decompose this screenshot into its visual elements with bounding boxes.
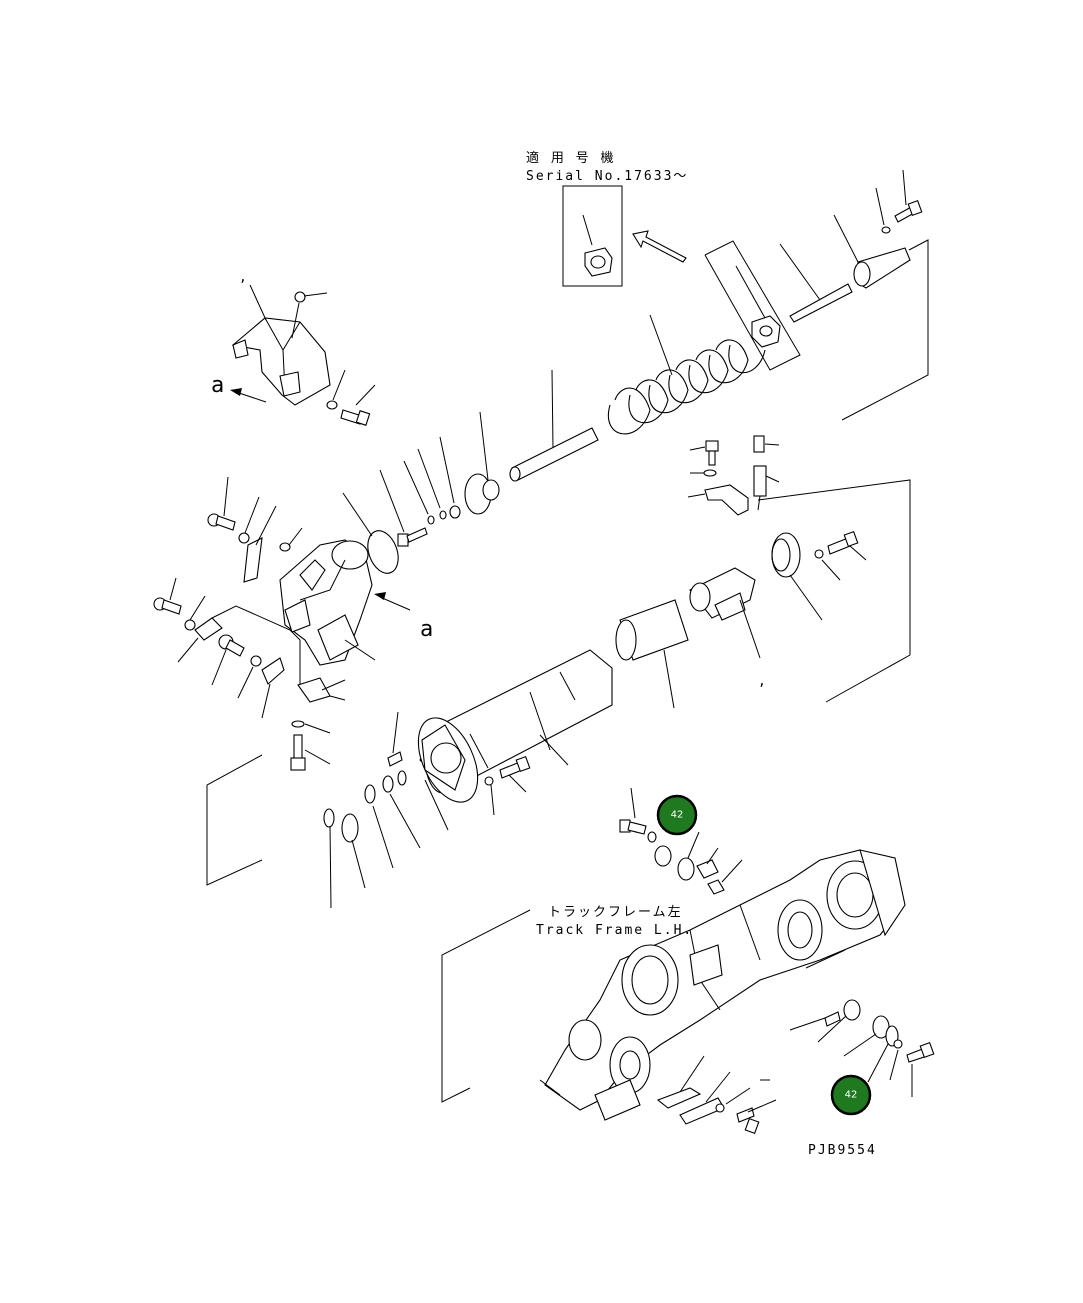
cylinder-bushing (615, 599, 689, 709)
pivot-parts-lower (789, 999, 935, 1097)
view-arrow-top: a (211, 373, 267, 403)
direction-arrow (632, 230, 687, 263)
adjuster-nut (735, 265, 781, 348)
view-arrow-mid: a (374, 592, 433, 642)
callout-42-upper-label: 42 (671, 810, 684, 821)
seal-frame (206, 754, 263, 886)
retainer-ring (771, 530, 867, 621)
tick-mark-cover: , (239, 270, 249, 285)
serial-note-en: Serial No.17633～ (526, 169, 688, 184)
seal-rings (323, 770, 421, 909)
track-frame (539, 849, 906, 1121)
view-marker-a-mid: a (420, 617, 433, 642)
yoke-bolts (153, 476, 303, 719)
o-ring (342, 492, 399, 574)
spring-rod (509, 369, 599, 482)
track-frame-jp: トラックフレーム左 (548, 905, 683, 920)
yoke-clamp (290, 640, 346, 771)
serial-note-jp: 適 用 号 機 (526, 150, 615, 166)
grease-fitting-group (687, 435, 780, 516)
idler-yoke: , (689, 567, 768, 689)
cylinder-head (833, 214, 911, 289)
serial-inset-box (562, 185, 623, 287)
cover-bolt (291, 291, 376, 426)
piston (464, 411, 500, 515)
callout-42-lower-label: 42 (845, 1090, 858, 1101)
recoil-spring (607, 314, 766, 435)
tick-mark-yoke: , (758, 674, 768, 689)
top-cover: , (231, 270, 331, 406)
track-frame-outline (441, 909, 531, 1103)
track-frame-en: Track Frame L.H. (536, 923, 693, 938)
top-right-bolt (875, 169, 923, 234)
callout-42-lower[interactable]: 42 (830, 1074, 872, 1116)
adjuster-bracket-box (704, 239, 929, 421)
adjuster-rod (779, 243, 853, 323)
grease-frame (757, 479, 911, 703)
view-marker-a-top: a (211, 373, 224, 398)
tube-bolts (387, 711, 531, 816)
drawing-code: PJB9554 (808, 1143, 877, 1158)
bottom-plates (656, 1055, 777, 1135)
yoke (279, 539, 376, 666)
pivot-bolts-upper (619, 787, 743, 895)
piston-bolt (379, 469, 428, 547)
callout-42-upper[interactable]: 42 (656, 794, 698, 836)
serial-note: 適 用 号 機 Serial No.17633～ (526, 150, 688, 184)
piston-washers (403, 436, 461, 525)
lower-right-frame (805, 949, 846, 969)
tube-flange (421, 724, 466, 831)
track-frame-label: トラックフレーム左 Track Frame L.H. (536, 905, 693, 938)
